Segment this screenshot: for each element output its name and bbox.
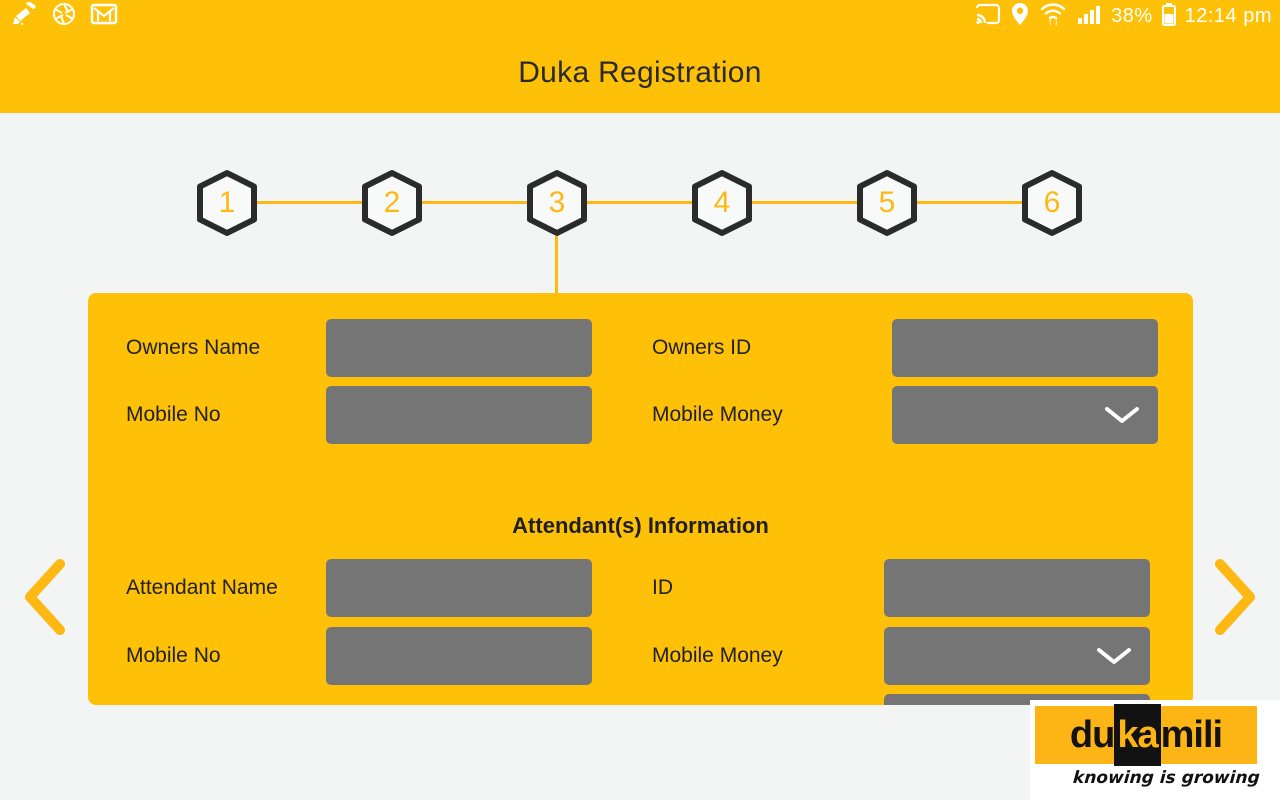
step-1[interactable]: 1	[195, 168, 259, 238]
owner-mobile-money-label: Mobile Money	[652, 403, 783, 426]
clock: 12:14 pm	[1184, 5, 1272, 27]
owners-id-input[interactable]	[892, 319, 1158, 377]
step-2[interactable]: 2	[360, 168, 424, 238]
attendant-mobile-money-label: Mobile Money	[652, 644, 783, 667]
cast-icon	[975, 3, 1001, 31]
attendant-name-label: Attendant Name	[126, 576, 278, 599]
owner-mobile-no-input[interactable]	[326, 386, 592, 444]
next-step-button[interactable]	[1210, 556, 1262, 638]
registration-form-card: Owners Name Owners ID Mobile No Mobile M…	[88, 293, 1193, 705]
mail-icon	[90, 3, 118, 30]
dukamili-wordmark: du ka mili	[1035, 704, 1257, 766]
wifi-icon	[1039, 1, 1067, 33]
logo-text-ka: ka	[1114, 704, 1161, 766]
owners-id-label: Owners ID	[652, 336, 752, 359]
attendant-section-heading: Attendant(s) Information	[512, 513, 769, 538]
page-title: Duka Registration	[518, 56, 762, 89]
attendant-id-input[interactable]	[884, 559, 1150, 617]
previous-step-button[interactable]	[18, 556, 70, 638]
owners-name-input[interactable]	[326, 319, 592, 377]
step-4[interactable]: 4	[690, 168, 754, 238]
logo-text-du: du	[1069, 714, 1115, 756]
chevron-down-icon	[1096, 647, 1132, 670]
stepper-connector-line	[227, 201, 1052, 204]
step-3-active[interactable]: 3	[525, 168, 589, 238]
step-number: 1	[218, 186, 236, 219]
app-bar: Duka Registration	[0, 33, 1280, 113]
logo-text-mili: mili	[1160, 714, 1223, 756]
attendant-id-label: ID	[652, 576, 673, 599]
system-status: 38% 12:14 pm	[975, 1, 1272, 33]
attendant-mobile-no-input[interactable]	[326, 627, 592, 685]
attendant-mobile-money-select[interactable]	[884, 627, 1150, 685]
status-bar: 38% 12:14 pm	[0, 0, 1280, 33]
location-icon	[1010, 2, 1030, 32]
step-number: 4	[713, 186, 731, 219]
step-6[interactable]: 6	[1020, 168, 1084, 238]
active-step-pointer-line	[555, 236, 558, 293]
dukamili-logo: du ka mili knowing is growing	[1030, 700, 1280, 800]
notification-icons	[8, 1, 118, 31]
broom-icon	[12, 1, 38, 31]
partially-visible-input[interactable]	[884, 694, 1150, 705]
owner-mobile-no-label: Mobile No	[126, 403, 221, 426]
battery-percent: 38%	[1111, 5, 1153, 27]
chevron-down-icon	[1104, 406, 1140, 429]
step-5[interactable]: 5	[855, 168, 919, 238]
signal-icon	[1076, 3, 1102, 31]
step-number: 6	[1043, 186, 1061, 219]
owners-name-label: Owners Name	[126, 336, 261, 359]
owner-mobile-money-select[interactable]	[892, 386, 1158, 444]
attendant-mobile-no-label: Mobile No	[126, 644, 221, 667]
attendant-name-input[interactable]	[326, 559, 592, 617]
shutter-icon	[52, 2, 76, 31]
battery-icon	[1161, 2, 1176, 32]
step-number: 2	[383, 186, 401, 219]
step-number: 5	[878, 186, 896, 219]
logo-tagline: knowing is growing	[1072, 768, 1261, 788]
step-number: 3	[548, 186, 566, 219]
